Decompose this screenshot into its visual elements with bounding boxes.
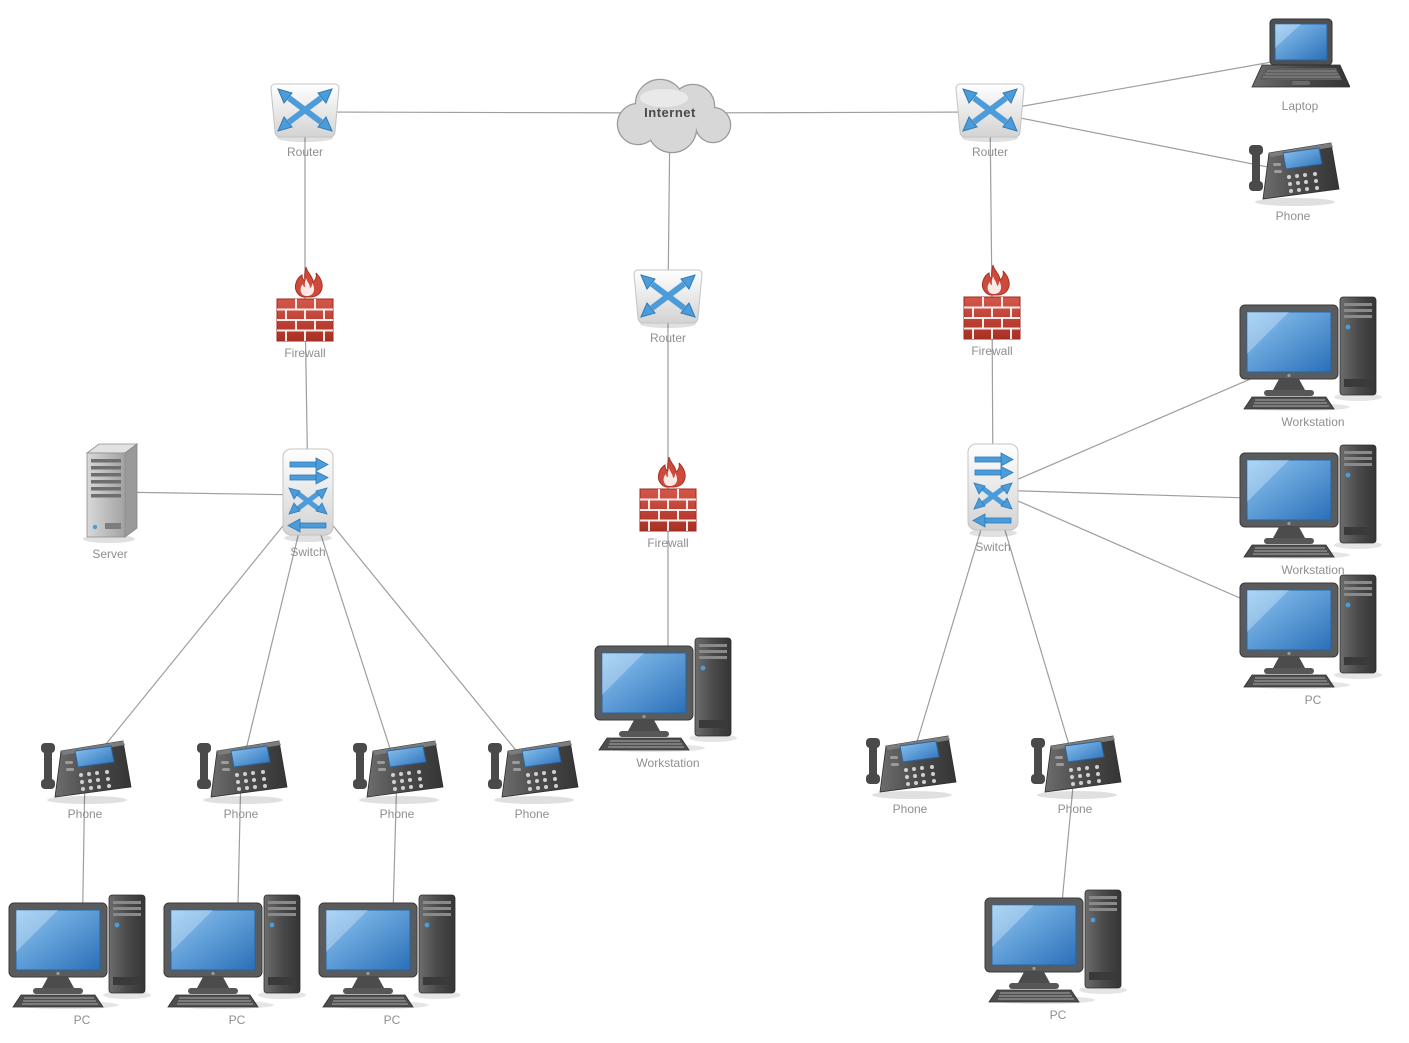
- router-icon: [628, 267, 708, 329]
- edge-switch-right--phone-right-2: [992, 489, 1076, 766]
- workstation-icon: [317, 889, 467, 1011]
- node-label: PC: [383, 1013, 401, 1027]
- router-icon: [265, 81, 345, 143]
- switch-icon: [276, 447, 340, 543]
- node-workstation-center[interactable]: Workstation: [593, 632, 743, 770]
- edge-router-right--phone-top-right: [989, 111, 1294, 173]
- node-server[interactable]: Server: [75, 439, 145, 561]
- node-switch-left[interactable]: Switch: [276, 447, 340, 559]
- phone-icon: [862, 730, 958, 800]
- phone-icon: [1245, 137, 1341, 207]
- node-label: Phone: [67, 807, 103, 821]
- edge-switch-left--phone-left-4: [307, 494, 533, 771]
- workstation-icon: [1238, 569, 1388, 691]
- node-phone-right-1[interactable]: Phone: [862, 730, 958, 816]
- node-label: Workstation: [1281, 563, 1345, 577]
- node-pc-right[interactable]: PC: [1238, 569, 1388, 707]
- workstation-icon: [162, 889, 312, 1011]
- node-label: Router: [971, 145, 1009, 159]
- phone-icon: [484, 735, 580, 805]
- node-phone-left-3[interactable]: Phone: [349, 735, 445, 821]
- node-label: Firewall: [284, 346, 326, 360]
- node-workstation-right-1[interactable]: Workstation: [1238, 291, 1388, 429]
- node-label: PC: [1049, 1008, 1067, 1022]
- node-router-center[interactable]: Router: [628, 267, 708, 345]
- edge-switch-left--server: [109, 491, 309, 496]
- node-label: Laptop: [1281, 99, 1319, 113]
- firewall-icon: [636, 456, 700, 534]
- edge-internet--router-left: [304, 111, 671, 114]
- node-label: PC: [228, 1013, 246, 1027]
- edge-switch-left--phone-left-3: [307, 494, 398, 771]
- workstation-icon: [1238, 291, 1388, 413]
- node-internet[interactable]: Internet: [600, 66, 740, 161]
- node-phone-left-2[interactable]: Phone: [193, 735, 289, 821]
- workstation-icon: [593, 632, 743, 754]
- node-router-right[interactable]: Router: [950, 81, 1030, 159]
- node-phone-right-2[interactable]: Phone: [1027, 730, 1123, 816]
- switch-icon: [961, 442, 1025, 538]
- node-label: Firewall: [647, 536, 689, 550]
- cloud-icon: [600, 66, 740, 161]
- node-label: Phone: [892, 802, 928, 816]
- phone-icon: [193, 735, 289, 805]
- node-pc-left-3[interactable]: PC: [317, 889, 467, 1027]
- node-phone-left-1[interactable]: Phone: [37, 735, 133, 821]
- node-label: Firewall: [971, 344, 1013, 358]
- edge-switch-left--phone-left-2: [240, 494, 309, 771]
- node-label: Internet: [644, 104, 696, 120]
- server-icon: [75, 439, 145, 545]
- phone-icon: [37, 735, 133, 805]
- firewall-icon: [960, 264, 1024, 342]
- node-label: Workstation: [636, 756, 700, 770]
- workstation-icon: [983, 884, 1133, 1006]
- node-phone-top-right[interactable]: Phone: [1245, 137, 1341, 223]
- node-pc-bottom-right[interactable]: PC: [983, 884, 1133, 1022]
- node-label: Switch: [975, 540, 1011, 554]
- node-label: PC: [73, 1013, 91, 1027]
- node-pc-left-1[interactable]: PC: [7, 889, 157, 1027]
- node-label: Router: [649, 331, 687, 345]
- node-firewall-center[interactable]: Firewall: [636, 456, 700, 550]
- router-icon: [950, 81, 1030, 143]
- phone-icon: [1027, 730, 1123, 800]
- node-laptop[interactable]: Laptop: [1250, 17, 1351, 113]
- node-pc-left-2[interactable]: PC: [162, 889, 312, 1027]
- edge-switch-left--phone-left-1: [84, 494, 309, 771]
- node-workstation-right-2[interactable]: Workstation: [1238, 439, 1388, 577]
- node-router-left[interactable]: Router: [265, 81, 345, 159]
- workstation-icon: [7, 889, 157, 1011]
- node-label: PC: [1304, 693, 1322, 707]
- node-firewall-left[interactable]: Firewall: [273, 266, 337, 360]
- node-label: Phone: [223, 807, 259, 821]
- node-phone-left-4[interactable]: Phone: [484, 735, 580, 821]
- node-firewall-right[interactable]: Firewall: [960, 264, 1024, 358]
- node-label: Server: [92, 547, 128, 561]
- node-label: Phone: [1275, 209, 1311, 223]
- node-label: Phone: [514, 807, 550, 821]
- node-label: Phone: [379, 807, 415, 821]
- phone-icon: [349, 735, 445, 805]
- workstation-icon: [1238, 439, 1388, 561]
- node-switch-right[interactable]: Switch: [961, 442, 1025, 554]
- node-label: Phone: [1057, 802, 1093, 816]
- laptop-icon: [1250, 17, 1351, 97]
- node-label: Router: [286, 145, 324, 159]
- edge-router-right--laptop: [989, 56, 1301, 113]
- edge-switch-right--phone-right-1: [909, 489, 994, 766]
- node-label: Switch: [290, 545, 326, 559]
- firewall-icon: [273, 266, 337, 344]
- node-label: Workstation: [1281, 415, 1345, 429]
